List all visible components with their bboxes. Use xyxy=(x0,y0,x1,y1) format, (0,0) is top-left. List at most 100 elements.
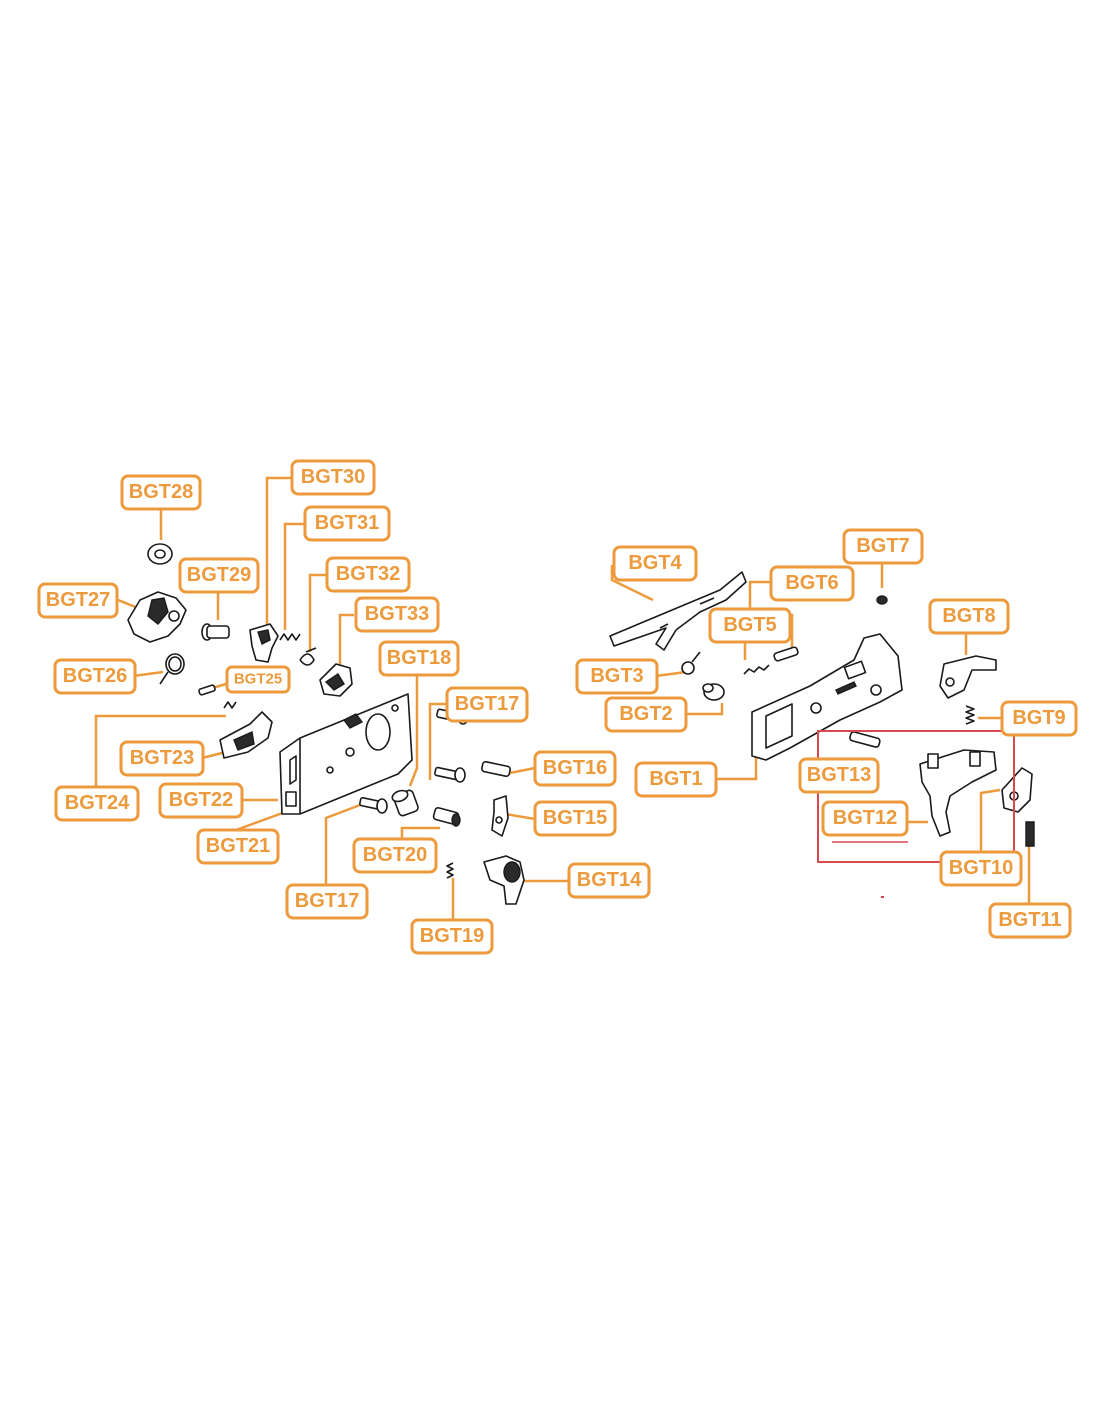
callout-bgt24: BGT24 xyxy=(54,785,140,822)
label-bgt28: BGT28 xyxy=(129,481,193,503)
callout-bgt31: BGT31 xyxy=(303,505,391,542)
callout-bgt13: BGT13 xyxy=(798,757,880,794)
label-bgt32: BGT32 xyxy=(336,563,400,585)
part-bgt22-housing xyxy=(279,693,413,815)
highlight-frame xyxy=(817,730,1015,898)
label-bgt3: BGT3 xyxy=(590,665,643,687)
part-bgt30-lever xyxy=(249,623,279,663)
label-bgt7: BGT7 xyxy=(856,535,909,557)
callout-bgt8: BGT8 xyxy=(928,598,1010,635)
callout-bgt3: BGT3 xyxy=(575,658,659,695)
label-bgt10: BGT10 xyxy=(949,857,1013,879)
label-bgt24: BGT24 xyxy=(65,792,130,814)
part-bgt3-spring xyxy=(681,651,701,675)
callout-bgt5: BGT5 xyxy=(708,607,792,644)
label-bgt22: BGT22 xyxy=(169,789,233,811)
label-bgt30: BGT30 xyxy=(301,466,365,488)
part-bgt16-pin xyxy=(481,760,511,778)
right-assembly-parts xyxy=(609,571,1035,847)
callout-bgt21: BGT21 xyxy=(196,828,280,865)
part-bgt10-lever xyxy=(1001,767,1033,813)
callout-bgt2: BGT2 xyxy=(604,696,688,733)
label-bgt29: BGT29 xyxy=(187,564,251,586)
label-bgt2: BGT2 xyxy=(619,703,672,725)
part-bgt33-catch xyxy=(319,663,353,697)
part-bgt11-spring xyxy=(1025,821,1035,847)
callout-bgt15: BGT15 xyxy=(533,800,617,837)
callout-bgt12: BGT12 xyxy=(821,800,909,837)
part-bgt1-frame xyxy=(751,633,903,761)
part-bgt13-pin xyxy=(849,731,881,748)
label-bgt8: BGT8 xyxy=(942,605,995,627)
callout-bgt22: BGT22 xyxy=(158,782,244,819)
part-bgt28-bushing xyxy=(147,543,173,565)
left-assembly-parts xyxy=(127,543,525,905)
part-bgt14-trigger-bar xyxy=(483,855,525,905)
callout-bgt19: BGT19 xyxy=(410,918,494,955)
callout-bgt7: BGT7 xyxy=(842,528,924,565)
part-bgt18-bushing xyxy=(391,789,419,817)
callout-bgt1: BGT1 xyxy=(634,761,718,798)
callout-bgt9: BGT9 xyxy=(1000,700,1078,737)
label-bgt12: BGT12 xyxy=(833,807,897,829)
label-bgt19: BGT19 xyxy=(420,925,484,947)
callout-bgt20: BGT20 xyxy=(352,837,438,874)
callout-bgt33: BGT33 xyxy=(354,596,440,633)
part-bgt4-bar xyxy=(609,571,747,651)
part-bgt19-spring xyxy=(446,862,454,879)
label-bgt31: BGT31 xyxy=(315,512,379,534)
part-bgt15-sear xyxy=(491,795,509,837)
part-bgt9-spring xyxy=(965,705,975,725)
leader-lines xyxy=(94,476,1031,920)
callout-bgt26: BGT26 xyxy=(53,658,137,695)
part-bgt17-screw-middle xyxy=(434,766,466,783)
label-bgt17-lower: BGT17 xyxy=(295,890,359,912)
label-bgt4: BGT4 xyxy=(628,552,682,574)
part-bgt8-safety xyxy=(939,655,997,699)
part-bgt5-spring xyxy=(743,664,770,675)
label-bgt6: BGT6 xyxy=(785,572,838,594)
part-bgt20-spacer xyxy=(432,806,461,827)
callout-bgt6: BGT6 xyxy=(769,565,855,602)
callout-bgt17-lower: BGT17 xyxy=(285,883,369,920)
label-bgt20: BGT20 xyxy=(363,844,427,866)
part-bgt17-screw-lower xyxy=(359,796,388,814)
callout-bgt18: BGT18 xyxy=(378,640,460,677)
callout-bgt32: BGT32 xyxy=(325,556,411,593)
label-bgt23: BGT23 xyxy=(130,747,194,769)
label-bgt16: BGT16 xyxy=(543,757,607,779)
callout-bgt16: BGT16 xyxy=(533,750,617,787)
callout-bgt23: BGT23 xyxy=(119,740,205,777)
label-bgt27: BGT27 xyxy=(46,589,110,611)
label-bgt11: BGT11 xyxy=(998,909,1061,931)
label-bgt13: BGT13 xyxy=(807,764,871,786)
callout-bgt30: BGT30 xyxy=(290,459,376,496)
label-bgt26: BGT26 xyxy=(63,665,127,687)
part-bgt7-screw xyxy=(876,595,888,605)
part-bgt31-spring xyxy=(279,633,301,641)
label-bgt18: BGT18 xyxy=(387,647,451,669)
label-bgt33: BGT33 xyxy=(365,603,429,625)
part-bgt23-hammer xyxy=(219,701,273,759)
label-bgt17-upper: BGT17 xyxy=(455,693,519,715)
label-bgt25: BGT25 xyxy=(234,671,282,688)
callout-bgt4: BGT4 xyxy=(612,545,698,582)
callout-bgt10: BGT10 xyxy=(939,850,1023,887)
callout-bgt17-upper: BGT17 xyxy=(445,686,529,723)
part-bgt32-torsion-spring xyxy=(299,647,317,666)
part-bgt12-trigger xyxy=(919,749,997,837)
label-bgt21: BGT21 xyxy=(206,835,270,857)
callout-bgt11: BGT11 xyxy=(988,902,1072,939)
label-bgt15: BGT15 xyxy=(543,807,607,829)
callout-bgt28: BGT28 xyxy=(120,474,202,511)
label-bgt14: BGT14 xyxy=(577,869,642,891)
part-bgt29-pin xyxy=(201,623,230,641)
label-bgt1: BGT1 xyxy=(649,768,702,790)
callout-bgt25: BGT25 xyxy=(225,665,291,694)
label-bgt5: BGT5 xyxy=(723,614,776,636)
part-bgt26-spring xyxy=(159,653,185,685)
part-bgt2-plunger xyxy=(702,683,725,701)
part-bgt25-pin xyxy=(198,684,216,696)
callout-labels: BGT28 BGT27 BGT29 BGT30 BGT31 BGT32 BGT3… xyxy=(37,459,1078,955)
